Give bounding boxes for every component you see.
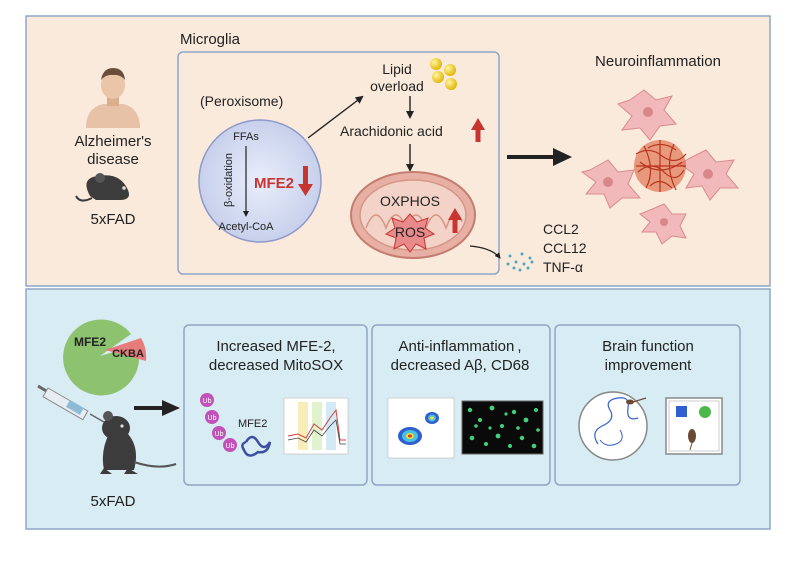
- water-maze-icon: [578, 391, 648, 461]
- open-field-icon: [665, 397, 723, 455]
- ros-up-arrow-icon: [448, 208, 462, 233]
- ubiquitin-chain-icon: [200, 393, 237, 452]
- neuroinflammation-arrowhead: [553, 148, 572, 166]
- box1-title-line2: decreased MitoSOX: [209, 357, 343, 374]
- microglia-box: [177, 51, 500, 275]
- mitochondrion-icon: [350, 171, 476, 259]
- ub-label-1: Ub: [203, 398, 212, 405]
- oxygen-trace-plot: [283, 397, 349, 455]
- protein-icon: [241, 435, 272, 457]
- box3-title-line2: improvement: [605, 357, 693, 374]
- result-box-3: [554, 324, 741, 486]
- box1-title-line1: Increased MFE-2,: [216, 338, 335, 355]
- box1-mfe2-label: MFE2: [238, 418, 267, 430]
- oxphos-label: OXPHOS: [380, 193, 440, 209]
- cytokine-ccl12: CCL12: [543, 240, 587, 256]
- box3-title-line1: Brain function: [602, 338, 694, 355]
- lipid-droplet-icon: [430, 58, 457, 90]
- disease-label-line2: disease: [87, 151, 139, 168]
- ros-label: ROS: [395, 224, 425, 240]
- result-box-1: [183, 324, 368, 486]
- ub-label-2: Ub: [208, 415, 217, 422]
- ub-label-4: Ub: [226, 443, 235, 450]
- secretion-arrow: [469, 245, 501, 259]
- lipid-label-line2: overload: [370, 78, 424, 94]
- box2-title-line1: Anti-inflammation ,: [398, 338, 521, 355]
- pie-ckba-label: CKBA: [112, 348, 144, 360]
- peroxisome-label: (Peroxisome): [200, 93, 283, 109]
- ub-label-3: Ub: [215, 431, 224, 438]
- arachidonic-label: Arachidonic acid: [340, 123, 443, 139]
- bottom-mouse-icon: [100, 411, 177, 474]
- result-box-2: [371, 324, 551, 486]
- pie-ckba-slice: [105, 338, 147, 361]
- aa-up-arrow-icon: [471, 118, 485, 142]
- pie-mfe2-slice: [63, 319, 140, 396]
- pie-mfe2-label: MFE2: [74, 335, 106, 349]
- mouse-icon: [75, 173, 129, 202]
- syringe-icon: [37, 384, 105, 423]
- acetyl-coa-label: Acetyl-CoA: [218, 221, 274, 233]
- peroxisome-to-lipid-arrow: [307, 95, 364, 139]
- flow-cytometry-plot: [387, 397, 455, 459]
- mfe2-down-arrow-icon: [298, 166, 313, 196]
- human-icon: [86, 68, 140, 128]
- beta-oxidation-label: β-oxidation: [223, 153, 235, 207]
- cell-nucleus-icon: [603, 107, 713, 226]
- top-model-label: 5xFAD: [90, 211, 135, 228]
- disease-label-line1: Alzheimer's: [74, 133, 151, 150]
- amyloid-plaque-icon: [634, 140, 687, 192]
- cytokine-tnfa: TNF-α: [543, 259, 583, 275]
- lipid-label-line1: Lipid: [382, 61, 412, 77]
- box2-title-line2: decreased Aβ, CD68: [391, 357, 530, 374]
- microglia-title: Microglia: [180, 31, 241, 48]
- ffas-label: FFAs: [233, 131, 259, 143]
- ros-burst-icon: [384, 213, 436, 253]
- treatment-arrowhead: [162, 400, 180, 416]
- neuroinflammation-label: Neuroinflammation: [595, 53, 721, 70]
- cytokine-ccl2: CCL2: [543, 221, 579, 237]
- bottom-model-label: 5xFAD: [90, 493, 135, 510]
- peroxisome-circle: [198, 119, 322, 243]
- cytokine-dots-icon: [506, 252, 534, 272]
- microscopy-image: [461, 400, 544, 455]
- mfe2-label: MFE2: [254, 175, 294, 192]
